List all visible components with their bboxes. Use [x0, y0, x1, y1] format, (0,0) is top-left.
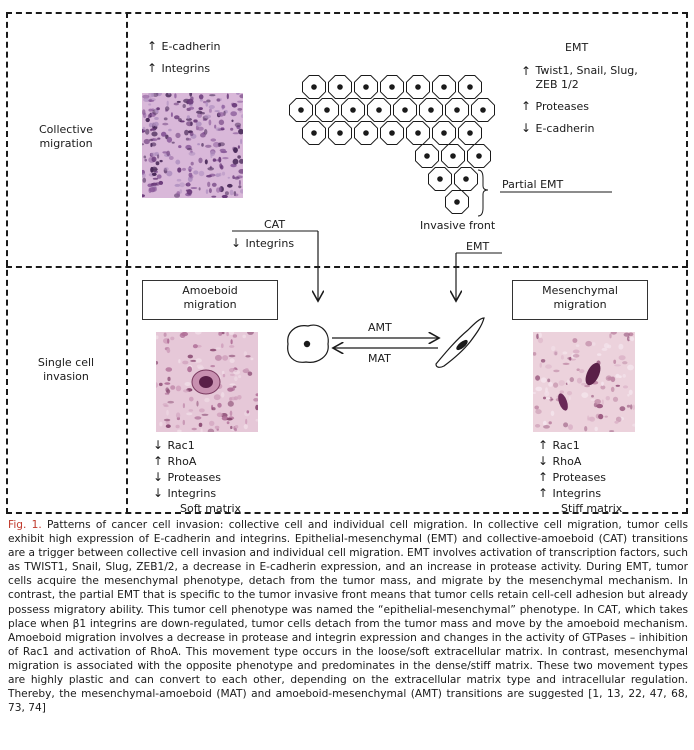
marker-rhoa-down: RhoA: [537, 453, 622, 469]
marker-integrins-up: Integrins: [537, 485, 622, 501]
amoeboid-histology-image: [156, 332, 258, 432]
tumor-cell-nucleus: [298, 107, 304, 113]
tumor-cell-nucleus: [454, 199, 460, 205]
marker-integrins-down: Integrins: [152, 485, 241, 501]
emt-title: EMT: [565, 41, 589, 54]
mesenchymal-histology-image: [533, 332, 635, 432]
amoeboid-cell: [287, 324, 329, 363]
emt-markers: Twist1, Snail, Slug, ZEB 1/2 Proteases E…: [520, 64, 638, 136]
marker-proteases-down: Proteases: [152, 469, 241, 485]
tumor-cell-nucleus: [350, 107, 356, 113]
marker-rhoa-up: RhoA: [152, 453, 241, 469]
down-arrow-icon: [230, 236, 242, 250]
marker-rac1-down: Rac1: [152, 437, 241, 453]
mat-label: MAT: [368, 352, 391, 365]
emt-arrow-label: EMT: [466, 240, 490, 253]
down-arrow-icon: [152, 485, 164, 501]
tumor-cell-nucleus: [311, 84, 317, 90]
tumor-cell-nucleus: [463, 176, 469, 182]
figure-number: Fig. 1.: [8, 519, 42, 531]
amoeboid-markers: Rac1 RhoA Proteases Integrins Soft matri…: [152, 437, 242, 517]
collective-histology-image: [142, 93, 243, 198]
cat-integrins-marker: Integrins: [230, 236, 295, 251]
tumor-cell-nucleus: [337, 130, 343, 136]
caption-text: Patterns of cancer cell invasion: collec…: [8, 519, 688, 715]
row-divider: [6, 266, 688, 268]
single-cell-invasion-label: Single cell invasion: [37, 356, 95, 383]
up-arrow-icon: [537, 437, 549, 453]
partial-emt-label: Partial EMT: [502, 178, 564, 191]
down-arrow-icon: [152, 437, 164, 453]
column-divider: [126, 12, 128, 514]
tumor-cell-nucleus: [363, 84, 369, 90]
marker-integrins-up: Integrins: [146, 60, 220, 76]
tumor-cell-nucleus: [402, 107, 408, 113]
tumor-cell-nucleus: [363, 130, 369, 136]
marker-rac1-up: Rac1: [537, 437, 622, 453]
marker-ecadherin-down: E-cadherin: [520, 120, 638, 136]
tumor-cell-nucleus: [467, 130, 473, 136]
down-arrow-icon: [152, 469, 164, 485]
down-arrow-icon: [537, 453, 549, 469]
tumor-cell-nucleus: [376, 107, 382, 113]
tumor-cell-nucleus: [450, 153, 456, 159]
tumor-cell-nucleus: [476, 153, 482, 159]
tumor-cell-nucleus: [415, 130, 421, 136]
soft-matrix-label: Soft matrix: [180, 502, 242, 515]
marker-transcription-factors-up: Twist1, Snail, Slug, ZEB 1/2: [520, 64, 638, 92]
tumor-cell-nucleus: [389, 130, 395, 136]
stiff-matrix-label: Stiff matrix: [561, 502, 623, 515]
mesenchymal-markers: Rac1 RhoA Proteases Integrins Stiff matr…: [537, 437, 623, 517]
tumor-cell-nucleus: [424, 153, 430, 159]
marker-proteases-up: Proteases: [537, 469, 622, 485]
diagram-frame: [6, 12, 688, 514]
invasive-front-label: Invasive front: [420, 219, 496, 232]
mesenchymal-migration-box: Mesenchymal migration: [512, 280, 648, 320]
tumor-cell-nucleus: [441, 130, 447, 136]
mesenchymal-cell: [435, 317, 485, 368]
migration-diagram: [232, 75, 612, 368]
tumor-cell-nucleus: [454, 107, 460, 113]
figure-caption: Fig. 1. Patterns of cancer cell invasion…: [8, 518, 688, 715]
tumor-cell-nucleus: [428, 107, 434, 113]
tumor-cell-nucleus: [441, 84, 447, 90]
marker-proteases-up: Proteases: [520, 98, 638, 114]
tumor-cell-nucleus: [311, 130, 317, 136]
tumor-cell-nucleus: [389, 84, 395, 90]
tumor-cell-nucleus: [415, 84, 421, 90]
tumor-cell-nucleus: [480, 107, 486, 113]
tumor-cell-nucleus: [467, 84, 473, 90]
tumor-cell-nucleus: [337, 84, 343, 90]
up-arrow-icon: [537, 485, 549, 501]
tumor-cell-nucleus: [324, 107, 330, 113]
collective-migration-label: Collective migration: [39, 123, 93, 150]
up-arrow-icon: [537, 469, 549, 485]
up-arrow-icon: [152, 453, 164, 469]
tumor-cell-nucleus: [437, 176, 443, 182]
marker-ecadherin-up: E-cadherin: [146, 38, 221, 54]
tumor-cell-cluster: [289, 75, 495, 214]
cat-label: CAT: [264, 218, 286, 231]
partial-emt-brace: [477, 169, 489, 217]
collective-markers: E-cadherin Integrins: [146, 38, 221, 76]
amoeboid-migration-box: Amoeboid migration: [142, 280, 278, 320]
amt-label: AMT: [368, 321, 392, 334]
